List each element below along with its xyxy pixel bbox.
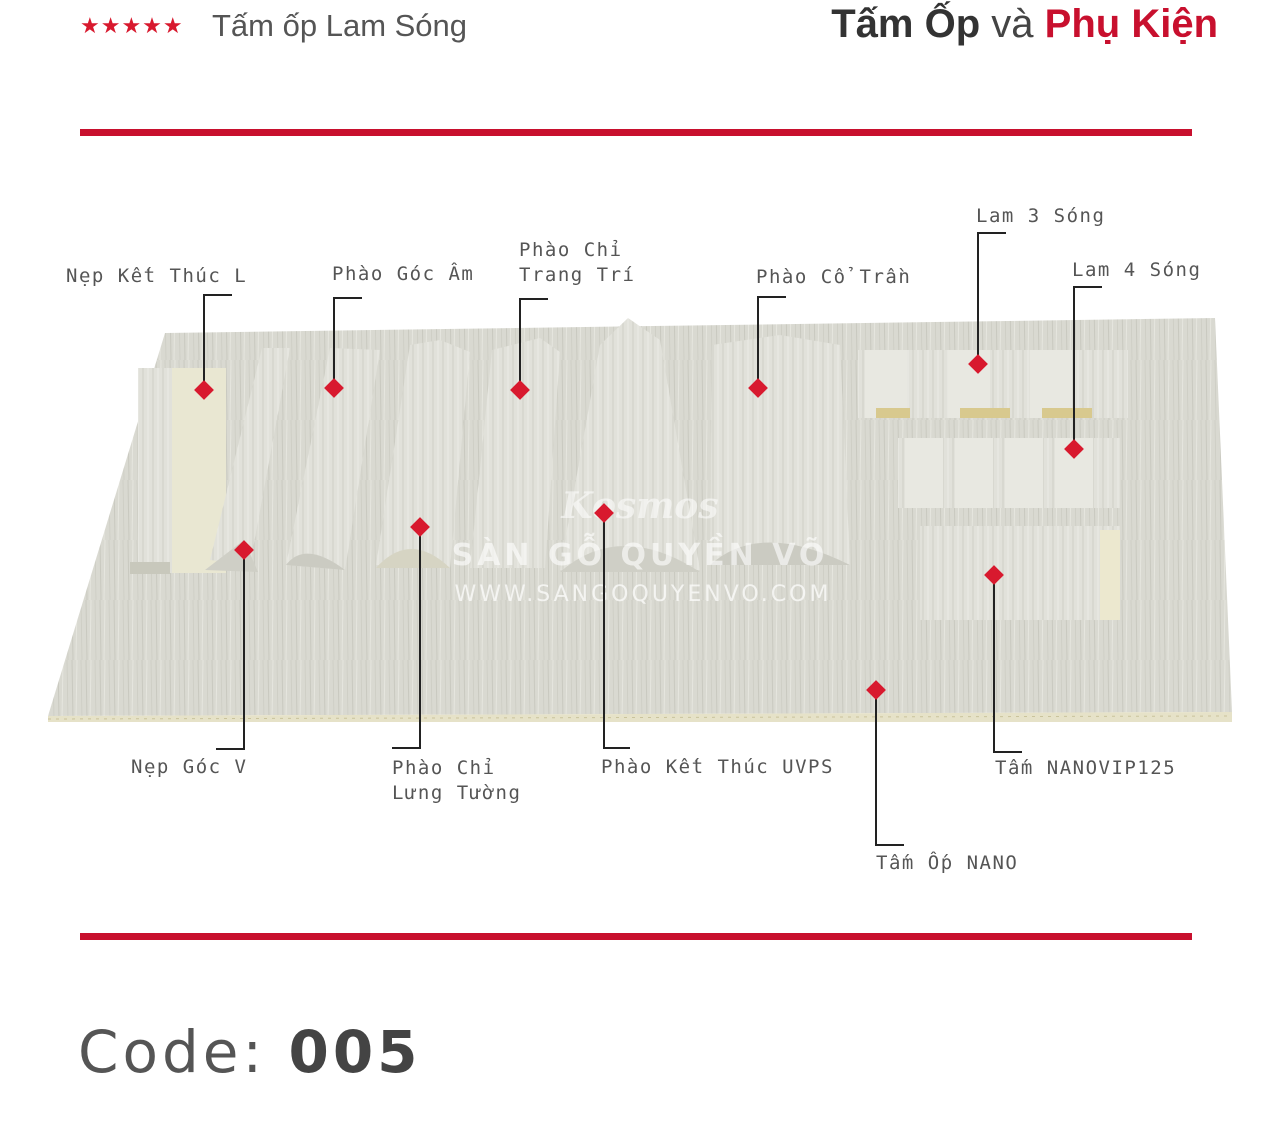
marker-diamonds — [194, 354, 1084, 700]
label-line: Lưng Tường — [392, 782, 522, 804]
label-phao-chi-lung-tuong: Phào Chỉ Lưng Tường — [392, 756, 521, 806]
rating-stars: ★★★★★ — [80, 14, 184, 39]
label-tam-nanovip125: Tấm NANOVIP125 — [995, 757, 1177, 779]
title-part3: Phụ Kiện — [1044, 2, 1218, 46]
label-line: Trang Trí — [519, 264, 636, 286]
top-divider — [80, 129, 1192, 136]
label-lam-4-song: Lam 4 Sóng — [1072, 259, 1202, 281]
title-part2: và — [991, 2, 1034, 46]
bottom-divider — [80, 933, 1192, 940]
phao-ket-thuc-uvps-profile — [560, 318, 700, 572]
label-nep-goc-v: Nẹp Góc V — [131, 756, 248, 778]
lam-4-song-profile — [898, 438, 1120, 508]
label-line: Phào Chỉ — [519, 239, 623, 261]
code-value: 005 — [288, 1018, 422, 1086]
label-phao-chi-trang-tri: Phào Chỉ Trang Trí — [519, 238, 635, 288]
tam-nanovip125-profile — [920, 526, 1120, 620]
nep-ket-thuc-l-profile — [130, 368, 226, 574]
label-line: Phào Chỉ — [392, 757, 496, 779]
phao-goc-am-profile — [286, 348, 380, 570]
label-phao-goc-am: Phào Góc Âm — [332, 263, 475, 285]
phao-co-tran-profile — [710, 335, 850, 565]
product-subtitle: Tấm ốp Lam Sóng — [212, 8, 468, 43]
watermark-brand: Kosmos — [560, 485, 718, 527]
product-code: Code: 005 — [78, 1018, 422, 1086]
label-tam-op-nano: Tấm Ốp NANO — [876, 852, 1019, 874]
label-nep-ket-thuc-l: Nẹp Kết Thúc L — [66, 265, 248, 287]
label-lam-3-song: Lam 3 Sóng — [976, 205, 1106, 227]
watermark-url: WWW.SANGOQUYENVO.COM — [455, 582, 832, 607]
phao-chi-lung-tuong-profile — [376, 340, 470, 568]
leader-lines — [203, 232, 1102, 846]
phao-chi-trang-tri-profile — [470, 338, 560, 568]
label-phao-ket-thuc-uvps: Phào Kết Thúc UVPS — [601, 756, 834, 778]
label-phao-co-tran: Phào Cổ Trần — [756, 266, 912, 288]
title-part1: Tấm Ốp — [831, 2, 981, 46]
lam-3-song-profile — [858, 350, 1128, 418]
page-title: Tấm Ốp và Phụ Kiện — [831, 2, 1218, 47]
code-label: Code: — [78, 1018, 267, 1086]
watermark-name: SÀN GỖ QUYỀN VÕ — [452, 532, 829, 573]
